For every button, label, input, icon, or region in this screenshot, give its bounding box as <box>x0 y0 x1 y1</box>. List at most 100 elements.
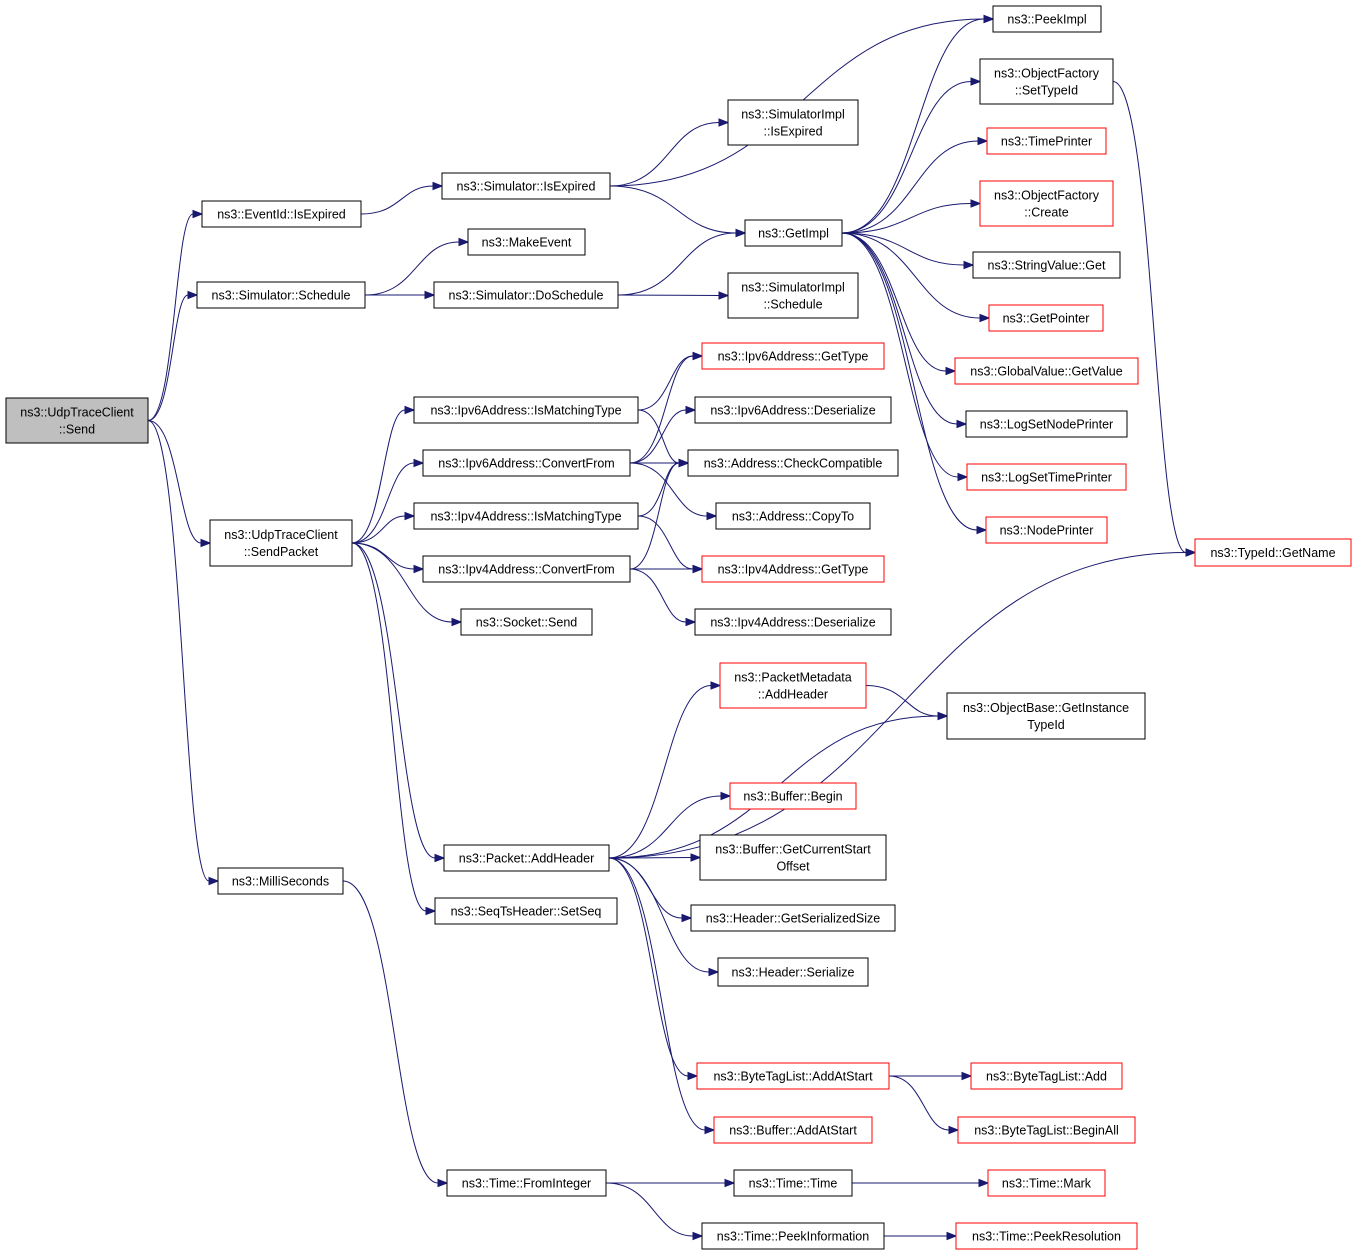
node-ipv6-gettype[interactable]: ns3::Ipv6Address::GetType <box>701 342 885 370</box>
node-ipv4-convert[interactable]: ns3::Ipv4Address::ConvertFrom <box>422 555 631 583</box>
node-bytetaglist-beginall[interactable]: ns3::ByteTagList::BeginAll <box>957 1116 1136 1144</box>
node-typeid-getname[interactable]: ns3::TypeId::GetName <box>1194 538 1352 567</box>
node-label: ::AddHeader <box>758 688 828 702</box>
node-logsettimeprinter[interactable]: ns3::LogSetTimePrinter <box>966 463 1127 491</box>
node-peekimpl[interactable]: ns3::PeekImpl <box>992 5 1102 33</box>
node-box <box>733 1169 853 1197</box>
edge-line <box>342 880 439 1184</box>
node-label: ns3::TimePrinter <box>1001 135 1092 149</box>
call-edge <box>351 511 416 544</box>
arrowhead-icon <box>710 681 722 690</box>
node-time-time[interactable]: ns3::Time::Time <box>733 1169 853 1197</box>
node-milliseconds[interactable]: ns3::MilliSeconds <box>217 867 344 895</box>
node-makeevent[interactable]: ns3::MakeEvent <box>467 228 586 256</box>
arrowhead-icon <box>963 260 975 270</box>
call-edge <box>360 181 444 215</box>
arrowhead-icon <box>685 405 697 415</box>
call-edge <box>637 515 704 574</box>
node-label: ns3::GetPointer <box>1003 312 1090 326</box>
node-bytetaglist-addatstart[interactable]: ns3::ByteTagList::AddAtStart <box>696 1062 890 1090</box>
node-time-frominteger[interactable]: ns3::Time::FromInteger <box>446 1169 607 1197</box>
node-time-mark[interactable]: ns3::Time::Mark <box>987 1169 1106 1197</box>
node-header-getserializedsize[interactable]: ns3::Header::GetSerializedSize <box>690 904 896 932</box>
node-box <box>443 844 610 872</box>
node-pktmeta-addheader[interactable]: ns3::PacketMetadata::AddHeader <box>719 662 867 709</box>
call-edge <box>609 185 747 238</box>
node-sim-schedule[interactable]: ns3::Simulator::Schedule <box>196 281 366 309</box>
call-edge <box>841 232 957 376</box>
node-box <box>413 396 639 424</box>
node-seqts-setseq[interactable]: ns3::SeqTsHeader::SetSeq <box>434 897 618 925</box>
arrowhead-icon <box>692 1231 704 1241</box>
node-sim-doschedule[interactable]: ns3::Simulator::DoSchedule <box>433 281 619 309</box>
node-ipv6-ismatching[interactable]: ns3::Ipv6Address::IsMatchingType <box>413 396 639 424</box>
node-label: ns3::ByteTagList::BeginAll <box>974 1124 1119 1138</box>
node-time-peekinformation[interactable]: ns3::Time::PeekInformation <box>701 1222 885 1250</box>
node-box <box>957 1116 1136 1144</box>
node-label: ns3::MilliSeconds <box>232 875 329 889</box>
node-getpointer[interactable]: ns3::GetPointer <box>988 304 1104 332</box>
edge-line <box>629 355 694 464</box>
call-edge <box>608 857 720 977</box>
node-getimpl[interactable]: ns3::GetImpl <box>744 219 843 247</box>
node-timeprinter[interactable]: ns3::TimePrinter <box>986 127 1107 155</box>
node-box <box>441 172 611 200</box>
node-box <box>422 555 631 583</box>
node-send[interactable]: ns3::UdpTraceClient::Send <box>5 397 149 444</box>
node-label: ns3::Simulator::DoSchedule <box>449 289 604 303</box>
node-box <box>717 957 869 987</box>
node-logsetnodeprinter[interactable]: ns3::LogSetNodePrinter <box>965 410 1128 438</box>
node-label: ::Schedule <box>763 298 822 312</box>
arrowhead-icon <box>946 1231 958 1241</box>
arrowhead-icon <box>432 181 444 191</box>
node-ipv4-deserialize[interactable]: ns3::Ipv4Address::Deserialize <box>694 608 892 636</box>
edge-line <box>351 542 453 623</box>
node-box <box>701 1222 885 1250</box>
node-bytetaglist-add[interactable]: ns3::ByteTagList::Add <box>970 1062 1123 1090</box>
node-sendpacket[interactable]: ns3::UdpTraceClient::SendPacket <box>209 519 353 567</box>
node-eventid-isexpired[interactable]: ns3::EventId::IsExpired <box>201 200 362 228</box>
node-sim-isexpired[interactable]: ns3::Simulator::IsExpired <box>441 172 611 200</box>
edge-line <box>147 420 202 544</box>
edge-line <box>888 1075 950 1131</box>
arrowhead-icon <box>208 876 220 886</box>
node-objfactory-create[interactable]: ns3::ObjectFactory::Create <box>979 180 1114 227</box>
node-box <box>217 867 344 895</box>
edge-line <box>841 203 972 234</box>
node-time-peekresolution[interactable]: ns3::Time::PeekResolution <box>955 1222 1138 1250</box>
node-ipv4-ismatching[interactable]: ns3::Ipv4Address::IsMatchingType <box>413 502 639 530</box>
node-addr-checkcompat[interactable]: ns3::Address::CheckCompatible <box>687 449 899 477</box>
node-ipv6-deserialize[interactable]: ns3::Ipv6Address::Deserialize <box>694 396 892 424</box>
call-edge <box>629 462 718 521</box>
node-box <box>719 662 867 709</box>
node-addr-copyto[interactable]: ns3::Address::CopyTo <box>715 502 871 530</box>
node-label: TypeId <box>1027 718 1065 732</box>
node-simimpl-schedule[interactable]: ns3::SimulatorImpl::Schedule <box>727 272 859 319</box>
node-globalvalue-getvalue[interactable]: ns3::GlobalValue::GetValue <box>954 357 1139 385</box>
node-objfactory-settypeid[interactable]: ns3::ObjectFactory::SetTypeId <box>979 58 1114 105</box>
node-box <box>985 516 1108 544</box>
edge-line <box>629 462 708 517</box>
edge-line <box>351 515 406 544</box>
node-label: ns3::NodePrinter <box>1000 524 1094 538</box>
call-edge <box>147 420 220 886</box>
call-edge <box>351 458 425 544</box>
node-label: ::Send <box>59 423 95 437</box>
call-edge <box>629 405 697 464</box>
node-stringvalue-get[interactable]: ns3::StringValue::Get <box>972 251 1121 279</box>
node-label: ns3::ObjectFactory <box>994 189 1100 203</box>
node-ipv6-convert[interactable]: ns3::Ipv6Address::ConvertFrom <box>422 449 631 477</box>
edge-line <box>147 213 194 421</box>
node-nodeprinter[interactable]: ns3::NodePrinter <box>985 516 1108 544</box>
node-ipv4-gettype[interactable]: ns3::Ipv4Address::GetType <box>701 555 885 583</box>
node-simimpl-isexpired[interactable]: ns3::SimulatorImpl::IsExpired <box>727 99 859 146</box>
node-buffer-begin[interactable]: ns3::Buffer::Begin <box>729 782 857 810</box>
call-edge <box>841 232 969 482</box>
node-label: ns3::Ipv6Address::GetType <box>718 350 869 364</box>
node-buffer-addatstart[interactable]: ns3::Buffer::AddAtStart <box>713 1116 873 1144</box>
node-packet-addheader[interactable]: ns3::Packet::AddHeader <box>443 844 610 872</box>
node-socket-send[interactable]: ns3::Socket::Send <box>460 608 593 636</box>
node-header-serialize[interactable]: ns3::Header::Serialize <box>717 957 869 987</box>
